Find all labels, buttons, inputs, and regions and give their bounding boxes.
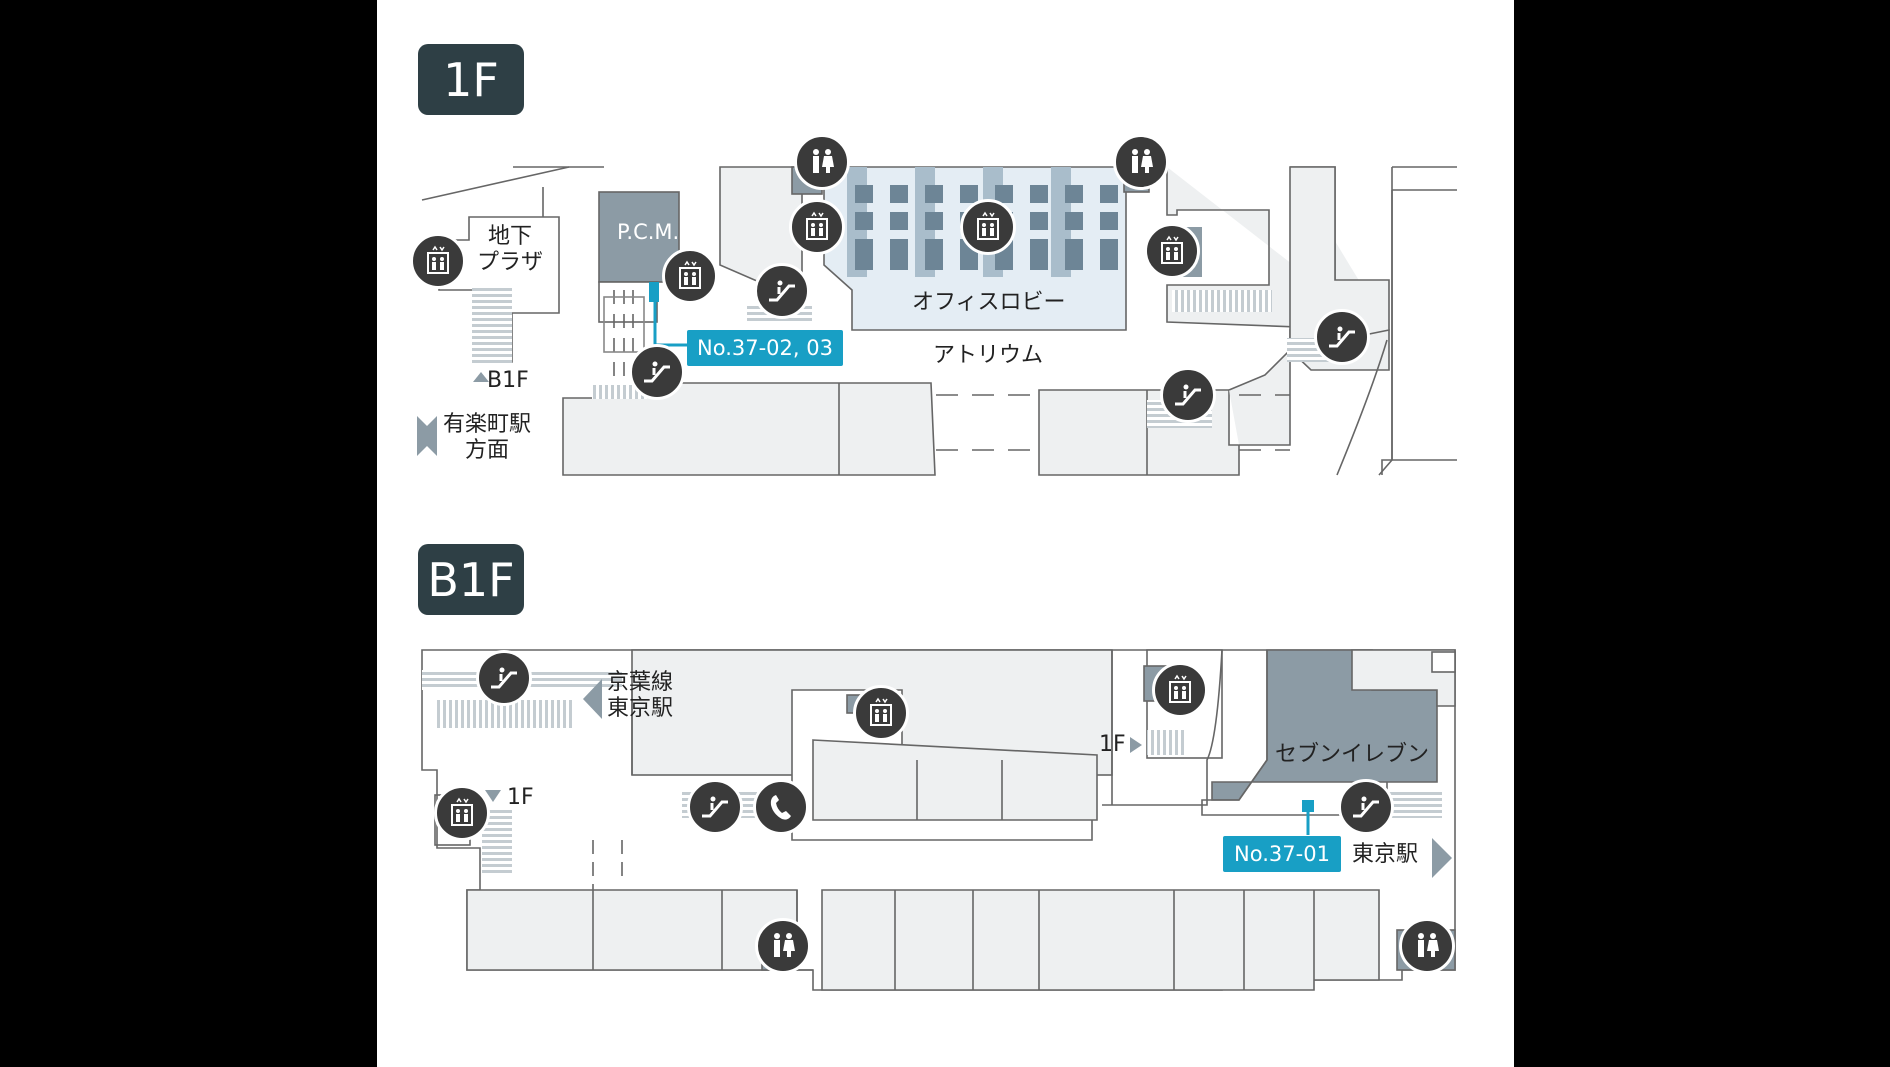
escalator-icon: [629, 344, 685, 400]
floor-map-panel: 1F B1F 地下 プラザ P.C.M. オフィスロビー アトリウム B1F 有…: [377, 0, 1514, 1067]
label-office-lobby: オフィスロビー: [912, 290, 1066, 315]
escalator-icon: [476, 650, 532, 706]
elevator-icon: [853, 685, 909, 741]
elevator-icon: [789, 199, 845, 255]
elevator-icon: [434, 785, 490, 841]
restroom-icon: [1113, 134, 1169, 190]
elevator-icon: [410, 233, 466, 289]
label-to-1f-mid: 1F: [1099, 732, 1126, 757]
callout-no-37-02-03: No.37-02, 03: [687, 330, 843, 366]
elevator-icon: [960, 199, 1016, 255]
label-seven-eleven: セブンイレブン: [1275, 742, 1430, 767]
floor-b1f-plan: [421, 649, 1456, 991]
label-to-1f-left: 1F: [507, 785, 534, 810]
label-atrium: アトリウム: [933, 343, 1044, 368]
escalator-icon: [1314, 309, 1370, 365]
label-to-yurakucho: 有楽町駅 方面: [443, 412, 532, 463]
floor-1f-plan: [421, 166, 1457, 476]
telephone-icon: [753, 779, 809, 835]
label-pcm: P.C.M.: [617, 220, 680, 244]
floor-plan-drawing: [417, 166, 1457, 991]
escalator-icon: [1160, 367, 1216, 423]
label-underground-plaza: 地下 プラザ: [477, 224, 544, 275]
floor-badge-b1f: B1F: [418, 544, 524, 615]
restroom-icon: [794, 134, 850, 190]
label-tokyo-station: 東京駅: [1352, 842, 1419, 867]
elevator-icon: [1144, 223, 1200, 279]
restroom-icon: [1399, 918, 1455, 974]
floor-badge-1f: 1F: [418, 44, 524, 115]
escalator-icon: [687, 779, 743, 835]
label-keiyo-line: 京葉線 東京駅: [607, 670, 674, 721]
escalator-icon: [1338, 779, 1394, 835]
direction-arrows: [417, 372, 1452, 878]
restroom-icon: [755, 918, 811, 974]
elevator-icon: [1152, 662, 1208, 718]
elevator-icon: [662, 248, 718, 304]
label-to-b1f: B1F: [487, 368, 529, 393]
escalator-icon: [754, 263, 810, 319]
callout-no-37-01: No.37-01: [1223, 836, 1341, 872]
